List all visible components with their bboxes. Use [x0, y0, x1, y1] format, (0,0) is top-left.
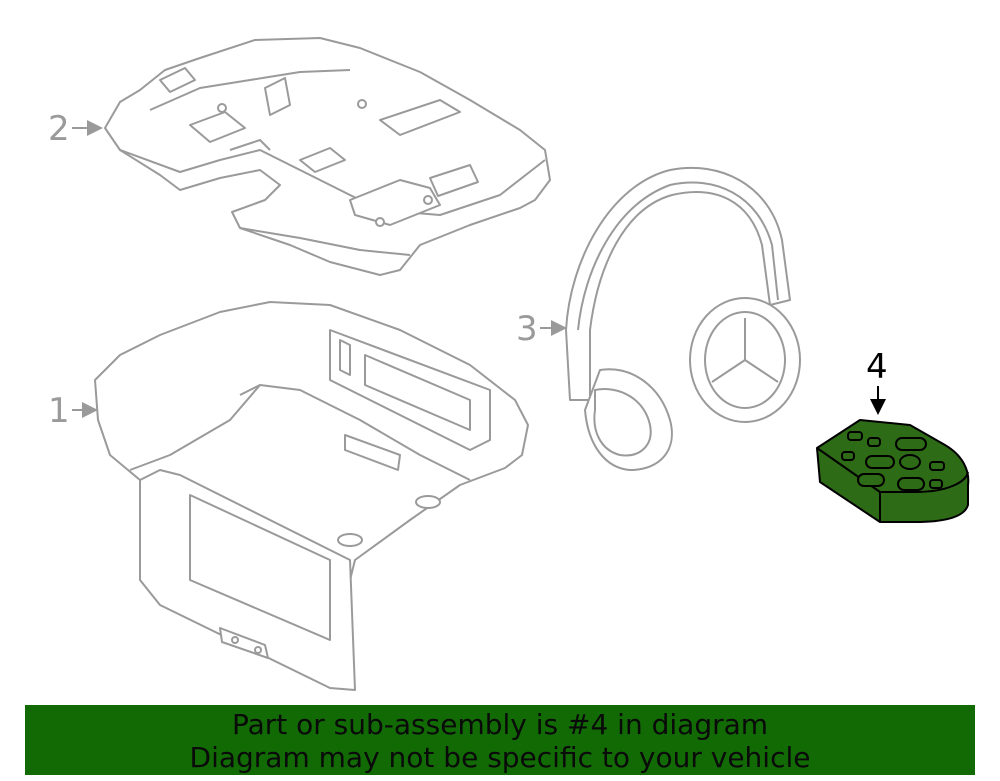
remote-button	[865, 455, 895, 469]
remote-button	[929, 479, 943, 489]
remote-button	[895, 437, 927, 451]
part-1-overhead-monitor[interactable]	[94, 301, 529, 691]
remote-button	[867, 437, 881, 447]
banner-line-1: Part or sub-assembly is #4 in diagram	[231, 708, 769, 741]
callout-4-label: 4	[866, 347, 888, 387]
remote-button	[841, 451, 855, 461]
part-4-remote-control[interactable]	[816, 419, 970, 523]
part-3-headphones[interactable]	[565, 166, 801, 471]
callout-2-label: 2	[48, 109, 70, 149]
part-2-mounting-bracket[interactable]	[104, 37, 551, 276]
callout-1-label: 1	[48, 391, 70, 431]
remote-button	[857, 473, 885, 487]
remote-button	[899, 454, 921, 470]
callout-3-label: 3	[516, 309, 538, 349]
banner-line-2: Diagram may not be specific to your vehi…	[189, 741, 811, 774]
remote-button	[847, 431, 863, 441]
info-banner: Part or sub-assembly is #4 in diagram Di…	[25, 705, 975, 775]
remote-button	[897, 477, 925, 491]
remote-button	[929, 461, 945, 471]
parts-diagram: 2 1 3	[48, 37, 970, 691]
